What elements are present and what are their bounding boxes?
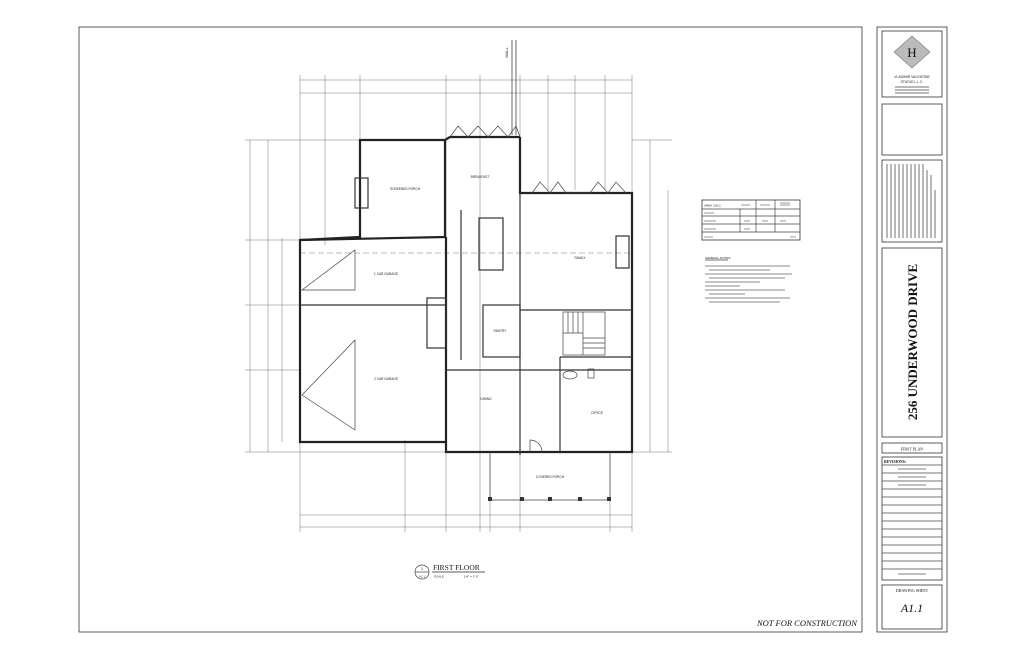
title-block-border	[876, 26, 948, 633]
blank-stamp-box	[881, 103, 943, 156]
drawing-sheet-label: DRAWING SHEET	[896, 588, 929, 593]
revisions-box: REVISIONS:	[881, 456, 943, 581]
staircase	[562, 311, 606, 356]
scale-value: 1/4" = 1'-0"	[464, 575, 479, 579]
covered-porch	[488, 452, 611, 501]
wall-label: WALL	[504, 46, 509, 58]
project-name: 256 UNDERWOOD DRIVE	[905, 264, 920, 420]
kitchen-island	[478, 217, 504, 271]
not-for-construction-stamp: NOT FOR CONSTRUCTION	[756, 618, 858, 628]
room-label-breakfast: BREAKFAST	[471, 175, 490, 179]
room-label-one-car-garage: 1 CAR GARAGE	[374, 272, 398, 276]
general-notes: GENERAL NOTES	[705, 256, 792, 303]
room-label-dining: DINING	[480, 397, 492, 401]
area-table: AREA CALC.	[701, 199, 801, 241]
room-label-family: FAMILY	[574, 256, 586, 260]
logo-letter: H	[907, 45, 916, 60]
sheet-number: A1.1	[900, 601, 923, 615]
room-label-screened-porch: SCREENED PORCH	[390, 187, 421, 191]
floor-plan-walls	[298, 125, 634, 455]
fireplace	[354, 177, 369, 209]
fireplace	[615, 235, 630, 269]
room-label-two-car-garage: 2 CAR GARAGE	[374, 377, 398, 381]
firm-logo: H VLADIMIR VALENTINE STUDIO L.L.C.	[881, 30, 943, 98]
drawing-title: 1 A1.1 FIRST FLOOR SCALE 1/4" = 1'-0"	[414, 563, 485, 580]
room-label-covered-porch: COVERED PORCH	[536, 475, 565, 479]
wall-callout: WALL	[504, 40, 517, 135]
notes-header: GENERAL NOTES	[705, 256, 730, 260]
drawing-border	[78, 26, 863, 633]
general-notes-box	[881, 159, 943, 243]
sheet-name: FIRST PLAN	[901, 447, 923, 452]
firm-name-line2: STUDIO L.L.C.	[901, 80, 924, 84]
drawing-title-text: FIRST FLOOR	[433, 563, 480, 572]
revisions-label: REVISIONS:	[884, 460, 906, 464]
firm-name-line1: VLADIMIR VALENTINE	[894, 75, 930, 79]
drawing-sheet-ref: A1.1	[419, 575, 426, 579]
project-name-box: 256 UNDERWOOD DRIVE	[881, 247, 943, 438]
area-table-header: AREA CALC.	[704, 204, 722, 208]
scale-label: SCALE	[434, 575, 444, 579]
room-label-office: OFFICE	[591, 411, 603, 415]
drawing-number: 1	[421, 566, 424, 571]
sheet-name-box: FIRST PLAN	[881, 442, 943, 454]
dimension-lines	[245, 75, 672, 532]
room-label-pantry: PANTRY	[494, 329, 508, 333]
drawing-sheet-box: DRAWING SHEET A1.1	[881, 584, 943, 630]
